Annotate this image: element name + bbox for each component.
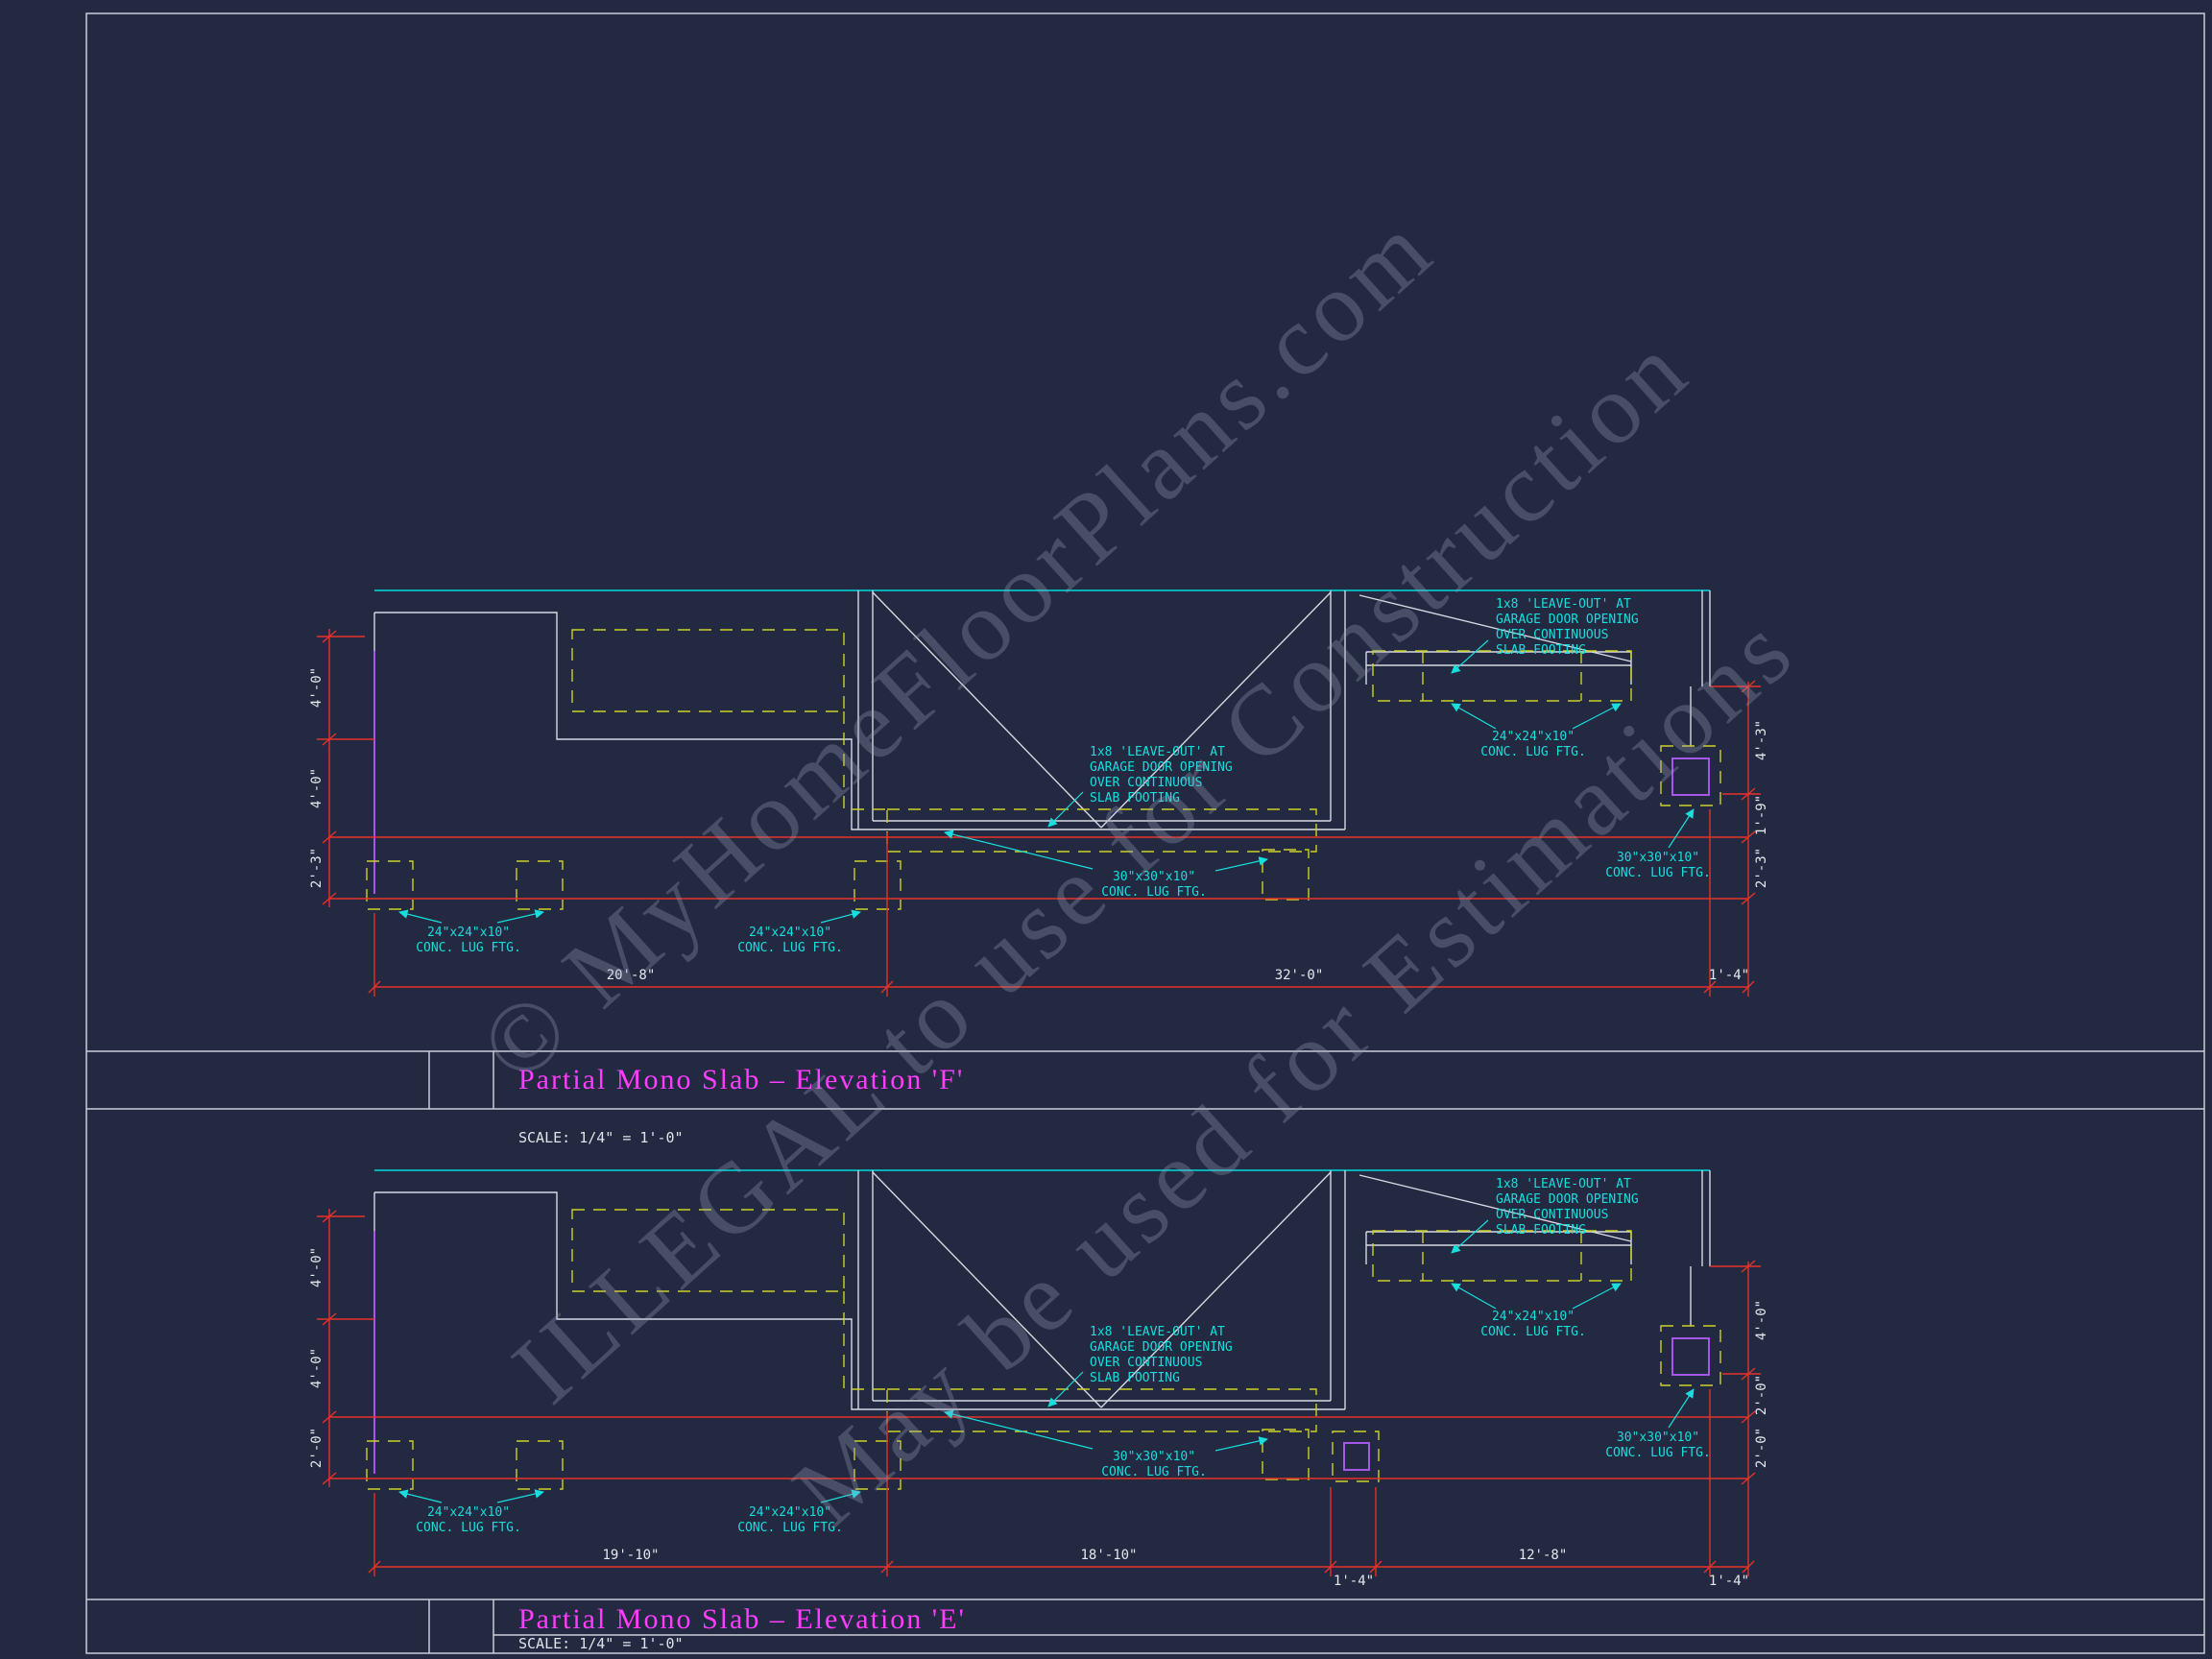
svg-text:SLAB FOOTING: SLAB FOOTING: [1090, 791, 1180, 805]
svg-text:OVER CONTINUOUS: OVER CONTINUOUS: [1090, 776, 1202, 790]
svg-text:SLAB FOOTING: SLAB FOOTING: [1496, 643, 1586, 658]
title-band-e: Partial Mono Slab – Elevation 'E' SCALE:…: [86, 1599, 2204, 1653]
lug30-note-right: 30"x30"x10": [1617, 1431, 1699, 1445]
dim-left-1: 4'-0": [309, 1247, 325, 1287]
svg-text:GARAGE DOOR OPENING: GARAGE DOOR OPENING: [1090, 760, 1233, 775]
sheet-border: [85, 12, 2205, 1654]
svg-text:CONC. LUG FTG.: CONC. LUG FTG.: [1101, 885, 1207, 900]
slab-edge-purple: [373, 1231, 1710, 1474]
elevation-f-scale: SCALE: 1/4" = 1'-0": [518, 1129, 684, 1146]
dim-left-3: 2'-3": [309, 848, 325, 888]
dim-bottom-3: 1'-4": [1334, 1574, 1374, 1589]
lug30-note-mid: 30"x30"x10": [1113, 1450, 1195, 1464]
svg-text:GARAGE DOOR OPENING: GARAGE DOOR OPENING: [1496, 613, 1639, 627]
lug30-note-mid: 30"x30"x10": [1113, 870, 1195, 884]
svg-text:OVER CONTINUOUS: OVER CONTINUOUS: [1496, 1208, 1608, 1222]
slab-edge-purple: [373, 651, 1710, 894]
annotation-notes: 1x8 'LEAVE-OUT' AT GARAGE DOOR OPENING O…: [416, 597, 1711, 955]
dim-right-1: 4'-3": [1754, 720, 1769, 760]
leaveout-note-mid: 1x8 'LEAVE-OUT' AT: [1090, 745, 1225, 759]
dim-left-2: 4'-0": [309, 1348, 325, 1388]
dim-right-3: 2'-0": [1754, 1428, 1769, 1468]
svg-text:CONC. LUG FTG.: CONC. LUG FTG.: [1480, 1325, 1586, 1339]
lug24-note-mid: 24"x24"x10": [749, 926, 831, 940]
lug24-note-left: 24"x24"x10": [427, 926, 510, 940]
leaveout-note-right: 1x8 'LEAVE-OUT' AT: [1496, 597, 1631, 612]
svg-text:SLAB FOOTING: SLAB FOOTING: [1496, 1223, 1586, 1238]
svg-text:CONC. LUG FTG.: CONC. LUG FTG.: [737, 941, 843, 955]
dim-right-3: 2'-3": [1754, 848, 1769, 888]
dimension-lines: [317, 1209, 1761, 1576]
svg-text:OVER CONTINUOUS: OVER CONTINUOUS: [1090, 1356, 1202, 1370]
lug24-note-mid: 24"x24"x10": [749, 1505, 831, 1520]
dim-bottom-1: 20'-8": [607, 968, 656, 983]
elevation-e-drawing: 4'-0" 4'-0" 2'-0" 4'-0" 2'-0" 2'-0" 19'-…: [309, 1169, 1769, 1589]
elevation-f-title: Partial Mono Slab – Elevation 'F': [518, 1064, 964, 1095]
dimension-lines: [317, 629, 1761, 997]
dim-bottom-2: 18'-10": [1080, 1548, 1137, 1563]
lug24-note-left: 24"x24"x10": [427, 1505, 510, 1520]
dim-bottom-3: 1'-4": [1709, 968, 1749, 983]
svg-text:GARAGE DOOR OPENING: GARAGE DOOR OPENING: [1496, 1192, 1639, 1207]
title-band-f: Partial Mono Slab – Elevation 'F' SCALE:…: [86, 1050, 2204, 1146]
svg-text:CONC. LUG FTG.: CONC. LUG FTG.: [1101, 1465, 1207, 1479]
svg-text:GARAGE DOOR OPENING: GARAGE DOOR OPENING: [1090, 1340, 1233, 1355]
slab-outline: [373, 590, 1711, 830]
leader-lines: [398, 1219, 1695, 1503]
leaveout-note-right: 1x8 'LEAVE-OUT' AT: [1496, 1177, 1631, 1191]
footing-dashed-lines: [366, 1209, 1721, 1490]
dim-bottom-5: 1'-4": [1709, 1574, 1749, 1589]
elevation-f-drawing: 4'-0" 4'-0" 2'-3" 4'-3" 1'-9" 2'-3" 20'-…: [309, 589, 1769, 997]
elevation-e-scale: SCALE: 1/4" = 1'-0": [518, 1635, 684, 1652]
dim-right-2: 2'-0": [1754, 1375, 1769, 1415]
lug30-note-right: 30"x30"x10": [1617, 851, 1699, 865]
dim-left-1: 4'-0": [309, 667, 325, 708]
dim-bottom-2: 32'-0": [1275, 968, 1324, 983]
dim-right-2: 1'-9": [1754, 795, 1769, 835]
dim-bottom-4: 12'-8": [1519, 1548, 1568, 1563]
svg-text:CONC. LUG FTG.: CONC. LUG FTG.: [737, 1521, 843, 1535]
annotation-notes: 1x8 'LEAVE-OUT' AT GARAGE DOOR OPENING O…: [416, 1177, 1711, 1535]
slab-outline: [373, 1170, 1711, 1410]
dim-right-1: 4'-0": [1754, 1300, 1769, 1340]
lug24-note-right: 24"x24"x10": [1492, 1310, 1575, 1324]
svg-text:CONC. LUG FTG.: CONC. LUG FTG.: [416, 941, 521, 955]
svg-text:CONC. LUG FTG.: CONC. LUG FTG.: [1480, 745, 1586, 759]
elevation-e-title: Partial Mono Slab – Elevation 'E': [518, 1603, 966, 1635]
leaveout-note-mid: 1x8 'LEAVE-OUT' AT: [1090, 1325, 1225, 1339]
svg-text:SLAB FOOTING: SLAB FOOTING: [1090, 1371, 1180, 1385]
leader-lines: [398, 639, 1695, 924]
svg-text:CONC. LUG FTG.: CONC. LUG FTG.: [416, 1521, 521, 1535]
lug24-note-right: 24"x24"x10": [1492, 730, 1575, 744]
dim-left-2: 4'-0": [309, 768, 325, 808]
dim-left-3: 2'-0": [309, 1428, 325, 1468]
dim-bottom-1: 19'-10": [602, 1548, 659, 1563]
svg-text:CONC. LUG FTG.: CONC. LUG FTG.: [1605, 866, 1711, 880]
footing-dashed-lines: [366, 629, 1721, 910]
svg-text:CONC. LUG FTG.: CONC. LUG FTG.: [1605, 1446, 1711, 1460]
svg-text:OVER CONTINUOUS: OVER CONTINUOUS: [1496, 628, 1608, 642]
